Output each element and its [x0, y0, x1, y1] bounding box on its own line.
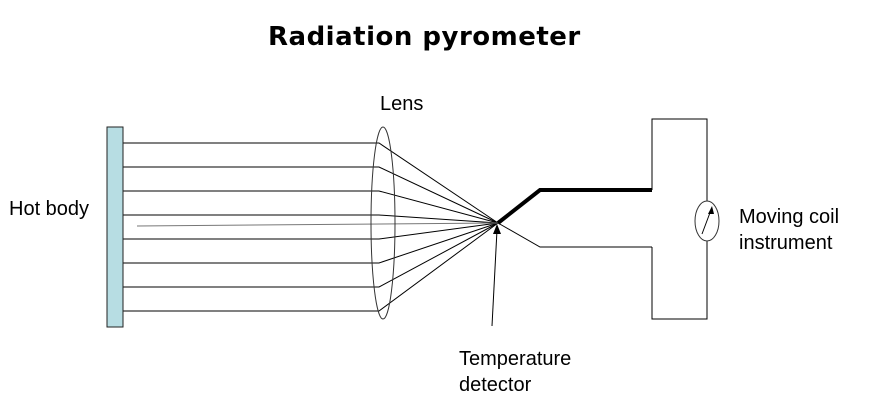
- ray: [123, 222, 499, 240]
- ray: [123, 142, 499, 224]
- hot-body-label: Hot body: [9, 198, 90, 220]
- ray: [123, 214, 499, 224]
- diagram-title: Radiation pyrometer: [268, 22, 581, 52]
- central-ray: [136, 222, 499, 227]
- moving-coil-label-line1: Moving coil: [739, 206, 840, 228]
- detector-pointer-arrowhead: [493, 224, 501, 234]
- detector-cold-wire: [497, 222, 652, 248]
- meter-needle-arrowhead: [708, 206, 714, 214]
- hot-body: [106, 126, 124, 328]
- detector-label-line2: detector: [459, 374, 532, 396]
- ray: [123, 222, 499, 288]
- radiation-rays: [123, 142, 499, 312]
- lens: [370, 126, 396, 320]
- detector-label-line1: Temperature: [459, 348, 572, 370]
- ray: [123, 222, 499, 264]
- detector-pointer-arrow: [491, 229, 498, 327]
- ray: [123, 190, 499, 224]
- ray: [123, 222, 499, 312]
- detector-hot-wire: [496, 188, 652, 225]
- moving-coil-label-line2: instrument: [739, 232, 833, 254]
- ray: [123, 166, 499, 224]
- lens-label: Lens: [380, 93, 424, 115]
